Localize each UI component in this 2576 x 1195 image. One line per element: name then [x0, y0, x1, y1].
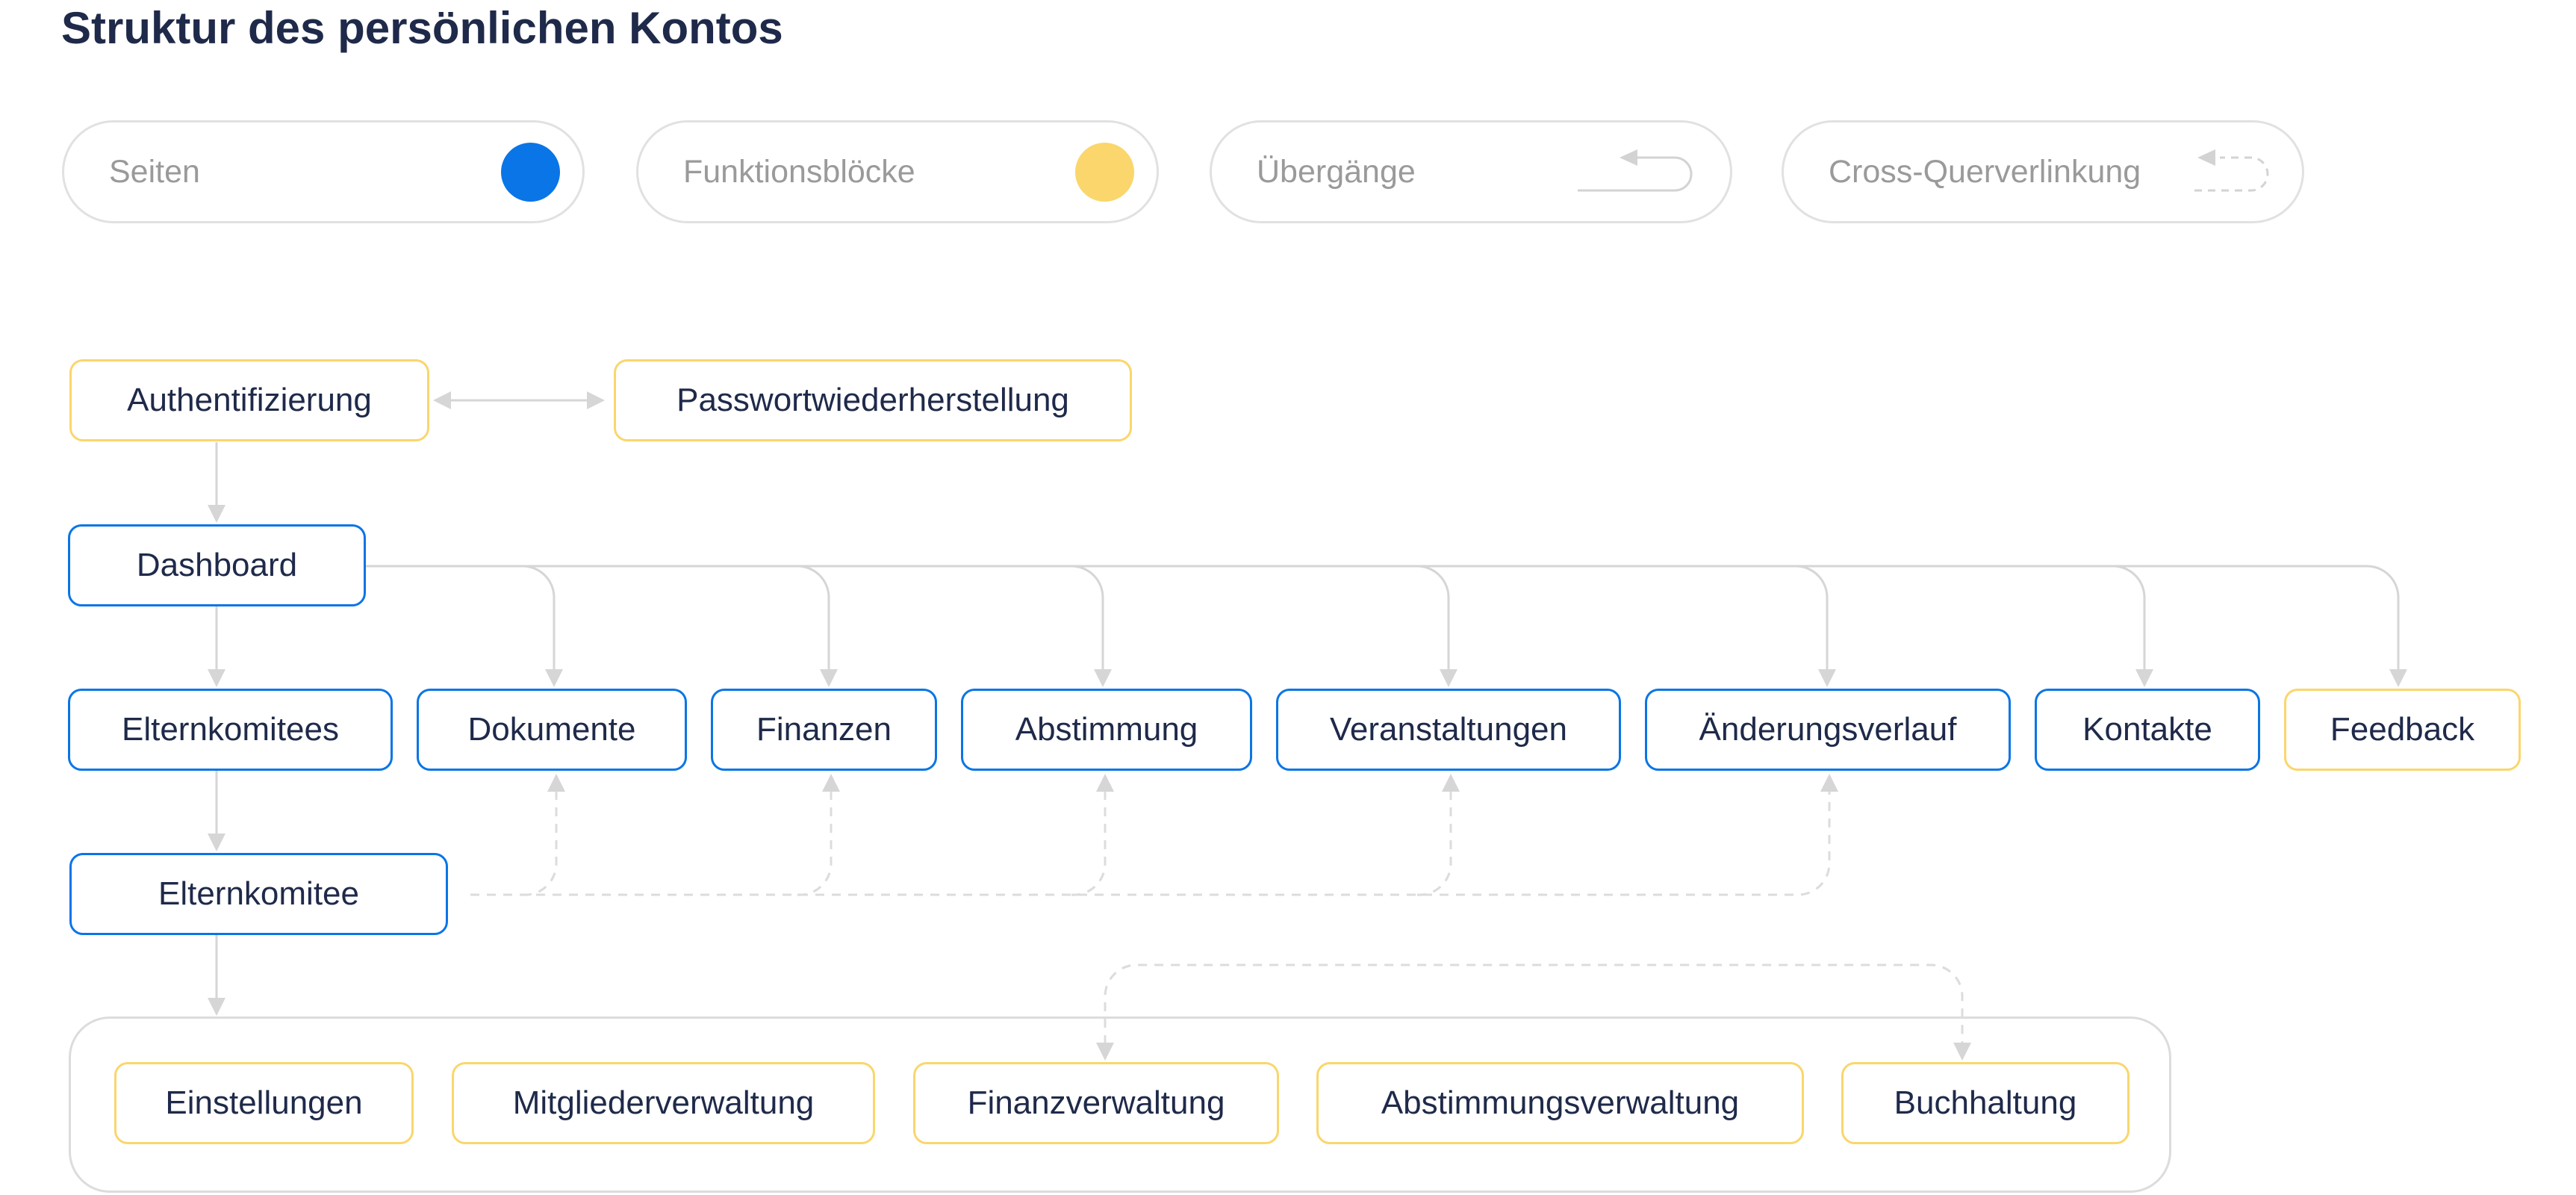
node-passwortwiederherstellung[interactable]: Passwortwiederherstellung [614, 359, 1132, 441]
page-title: Struktur des persönlichen Kontos [61, 3, 783, 53]
edge-committee-finances [797, 790, 833, 896]
node-aenderungsverlauf[interactable]: Änderungsverlauf [1645, 689, 2011, 771]
node-buchhaltung[interactable]: Buchhaltung [1841, 1062, 2129, 1144]
node-kontakte[interactable]: Kontakte [2035, 689, 2260, 771]
blue-dot-icon [501, 143, 560, 202]
edge-committee-documents [522, 790, 558, 896]
legend-transitions: Übergänge [1210, 120, 1732, 223]
legend-transitions-label: Übergänge [1257, 154, 1416, 190]
node-elternkomitees[interactable]: Elternkomitees [68, 689, 393, 771]
solid-return-arrow-icon [1578, 149, 1693, 192]
node-dokumente[interactable]: Dokumente [417, 689, 687, 771]
edge-committee-voting [1071, 790, 1107, 896]
committee-management-group [69, 1016, 2171, 1193]
edge-dashboard-contacts [2112, 565, 2146, 671]
edge-dashboard-events [1416, 565, 1450, 671]
edge-dashboard-change-history [1795, 565, 1829, 671]
node-finanzverwaltung[interactable]: Finanzverwaltung [913, 1062, 1279, 1144]
edge-finance-accounting [1104, 963, 1964, 1044]
node-einstellungen[interactable]: Einstellungen [114, 1062, 414, 1144]
edge-dashboard-finances [797, 565, 830, 671]
node-feedback[interactable]: Feedback [2284, 689, 2521, 771]
legend-cross-links: Cross-Querverlinkung [1782, 120, 2304, 223]
node-abstimmung[interactable]: Abstimmung [961, 689, 1252, 771]
node-finanzen[interactable]: Finanzen [711, 689, 937, 771]
node-abstimmungsverwaltung[interactable]: Abstimmungsverwaltung [1316, 1062, 1804, 1144]
edge-dashboard-documents [522, 565, 556, 671]
edge-dashboard-feedback [364, 565, 2400, 671]
node-dashboard[interactable]: Dashboard [68, 524, 366, 606]
legend-pages: Seiten [62, 120, 585, 223]
legend-cross-links-label: Cross-Querverlinkung [1829, 154, 2141, 190]
node-authentifizierung[interactable]: Authentifizierung [69, 359, 429, 441]
legend-function-blocks-label: Funktionsblöcke [683, 154, 915, 190]
edge-dashboard-voting [1071, 565, 1104, 671]
legend-function-blocks: Funktionsblöcke [636, 120, 1159, 223]
node-mitgliederverwaltung[interactable]: Mitgliederverwaltung [452, 1062, 875, 1144]
node-veranstaltungen[interactable]: Veranstaltungen [1276, 689, 1621, 771]
edge-committee-events [1416, 790, 1452, 896]
edge-committee-change-history [470, 790, 1831, 896]
yellow-dot-icon [1075, 143, 1134, 202]
dashed-return-arrow-icon [2194, 149, 2269, 192]
legend-pages-label: Seiten [109, 154, 200, 190]
node-elternkomitee[interactable]: Elternkomitee [69, 853, 448, 935]
